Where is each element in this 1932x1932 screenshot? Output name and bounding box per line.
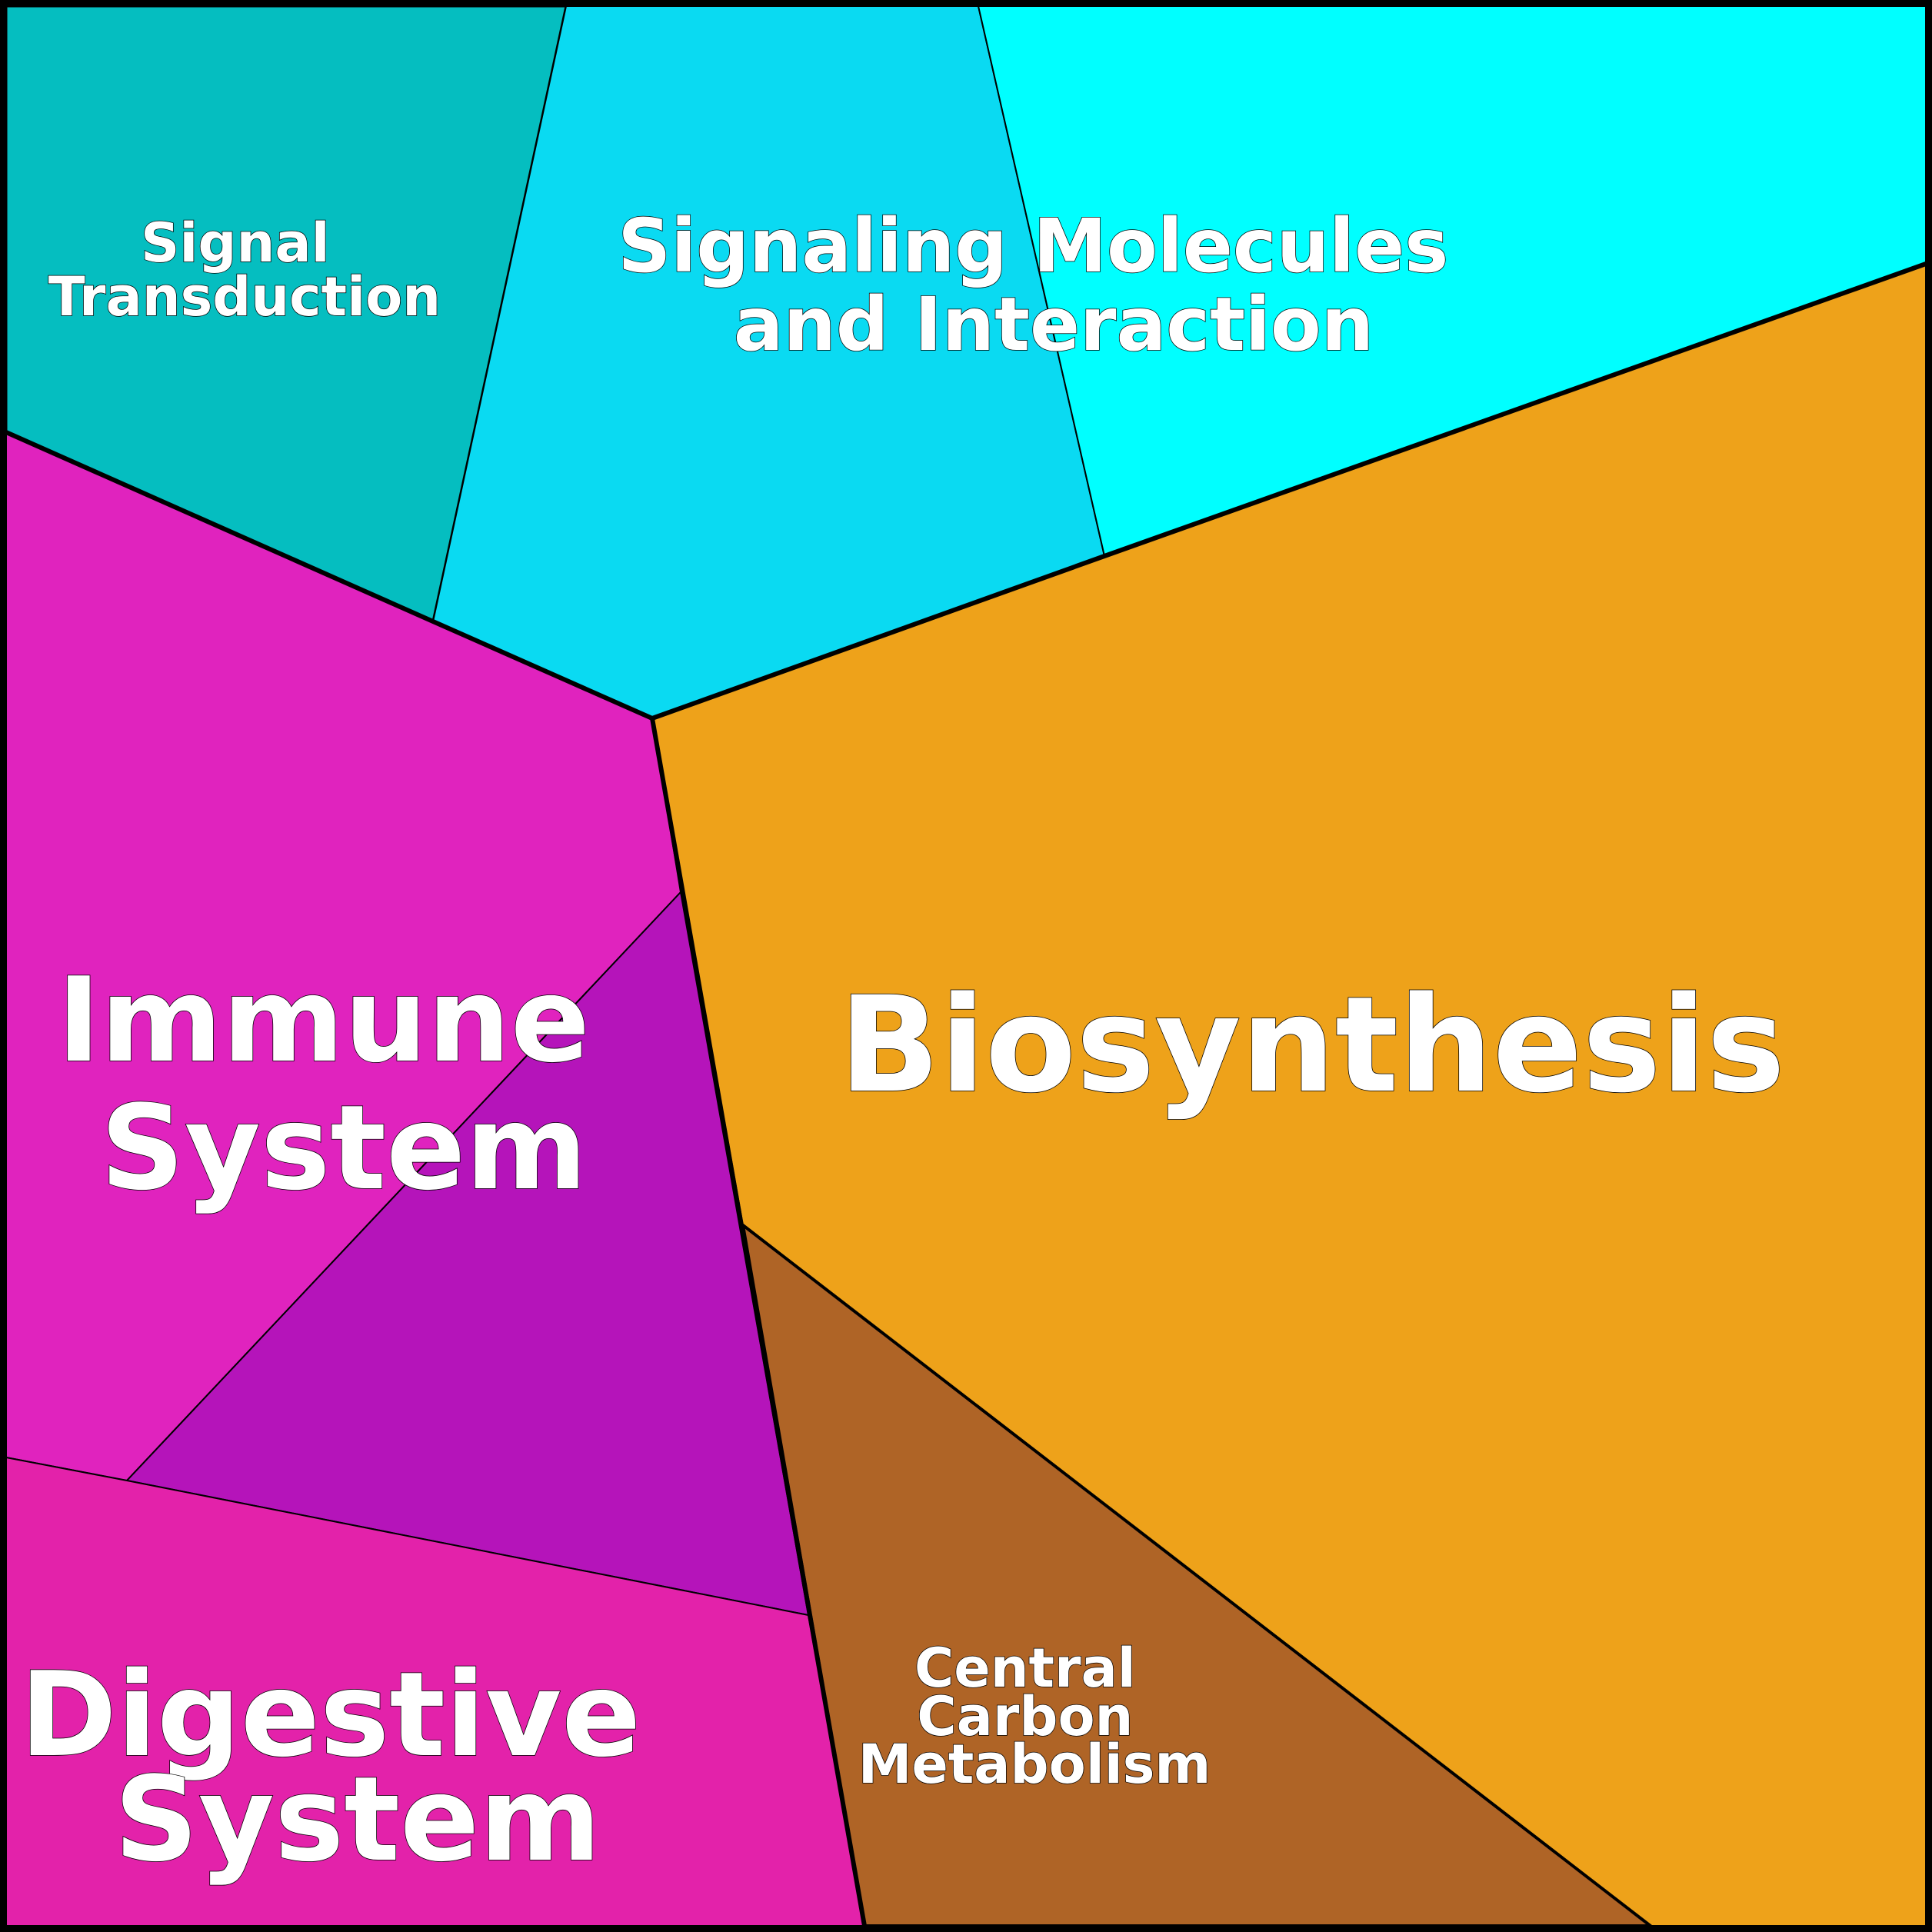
boundary-center-vertical (650, 718, 867, 1927)
label-central-carbon-metabolism: Central Carbon Metabolism (858, 1637, 1211, 1796)
label-biosynthesis: Biosynthesis (839, 968, 1785, 1122)
label-immune-system: Immune System (57, 952, 631, 1216)
label-signaling-molecules: Signaling Molecules and Interaction (618, 203, 1474, 368)
label-signal-transduction: Signal Transduction (48, 212, 441, 328)
label-digestive-system: Digestive System (20, 1647, 682, 1887)
